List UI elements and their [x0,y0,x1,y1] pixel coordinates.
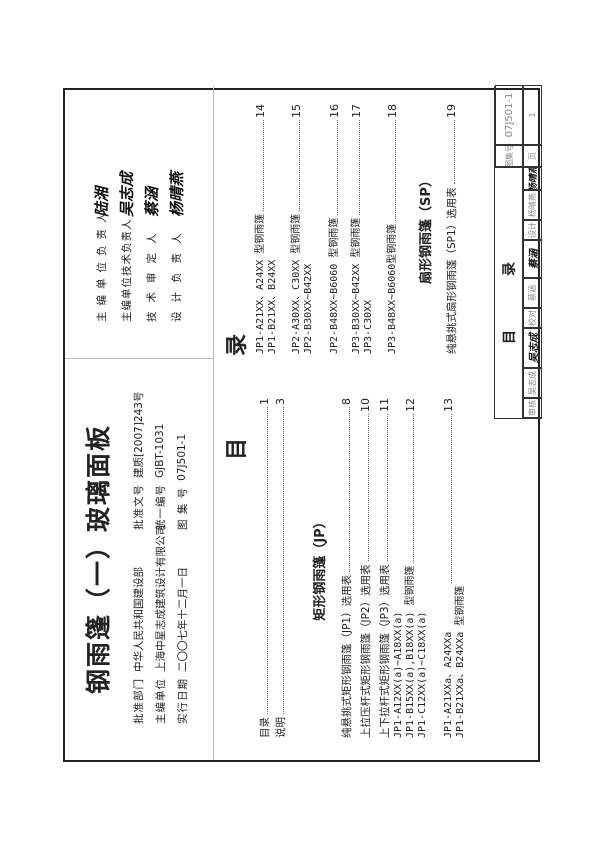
responsible-label: 主编单位技术负责人 [121,218,133,323]
toc-entry[interactable]: JP1-A12XX(a)~A18XX(a)JP1-B15XX(a),B18XX(… [393,398,428,738]
responsible-list: 主编单位负责人陆湘 主编单位技术负责人吴志成 技术审定人 蔡涵 设计负责人 杨晴燕 [89,172,189,322]
cover-divider [213,86,214,760]
toc-heading: 目 录 [225,303,250,460]
atlas-no-label: 图集号 [495,145,523,167]
review-signature: 吴志成 [523,328,542,368]
review-label: 审核 [523,398,542,418]
responsible-label: 主编单位负责人 [96,206,108,323]
atlas-no-value: 07J501-1 [176,433,188,481]
effective-date-label: 实行日期 [176,678,189,724]
page-label: 页 [523,145,542,167]
editor-unit-value: 上海中星志成建筑设计有限公司 [154,525,167,672]
approval-doc-label: 批准文号 [132,484,145,530]
title-block: 目 录 图集号 07J501-1 审核 吴志成 吴志成 校对 蔡涵 蔡涵 设计 … [494,85,542,419]
page-value: 1 [523,85,542,145]
signature: 蔡涵 [143,186,161,217]
responsible-row: 技术审定人蔡涵 [139,172,164,322]
responsible-label: 技术审定人 [146,224,158,323]
check-name: 蔡涵 [523,278,542,308]
cover-vertical-divider [65,358,213,359]
effective-date-value: 二〇〇七年十二月一日 [176,567,189,672]
responsible-row: 设计负责人杨晴燕 [164,172,189,322]
atlas-no-value: 07J501-1 [495,85,523,145]
page-number: 1 [258,398,271,405]
atlas-no-label: 图 集 号 [176,486,189,530]
responsible-row: 主编单位技术负责人吴志成 [114,172,139,322]
design-name: 杨晴燕 [523,190,542,220]
page-number: 3 [274,398,287,405]
design-signature: 杨晴燕 [523,167,542,190]
design-label: 设计 [523,220,542,240]
check-signature: 蔡涵 [523,240,542,278]
signature: 杨晴燕 [168,171,186,217]
responsible-row: 主编单位负责人陆湘 [89,172,114,322]
unified-no-value: GJBT-1031 [154,423,166,478]
review-name: 吴志成 [523,368,542,398]
check-label: 校对 [523,308,542,328]
unified-no-label: 统一编号 [154,484,167,530]
document-title: 钢雨篷（一）玻璃面板 [84,423,113,694]
editor-unit-label: 主编单位 [154,678,167,724]
signature: 陆湘 [93,186,111,217]
responsible-label: 设计负责人 [171,224,183,323]
approval-dept-label: 批准部门 [132,678,145,724]
signature: 吴志成 [118,171,136,217]
cover-meta-right: 批准文号 建质[2007]243号 统一编号 GJBT-1031 图 集 号 07J5… [127,392,193,530]
rotated-drawing-sheet: 钢雨篷（一）玻璃面板 批准部门 中华人民共和国建设部 主编单位 上海中星志成建筑设计… [63,85,542,762]
sheet-title: 目 录 [495,167,523,418]
approval-doc-value: 建质[2007]243号 [132,391,145,478]
cover-meta-left: 批准部门 中华人民共和国建设部 主编单位 上海中星志成建筑设计有限公司 实行日期 二〇… [127,525,193,724]
approval-dept-value: 中华人民共和国建设部 [132,567,145,672]
section-heading-jp: 矩形钢雨篷（JP） [313,515,328,621]
section-heading-sp: 扇形钢雨篷（SP） [419,174,434,284]
